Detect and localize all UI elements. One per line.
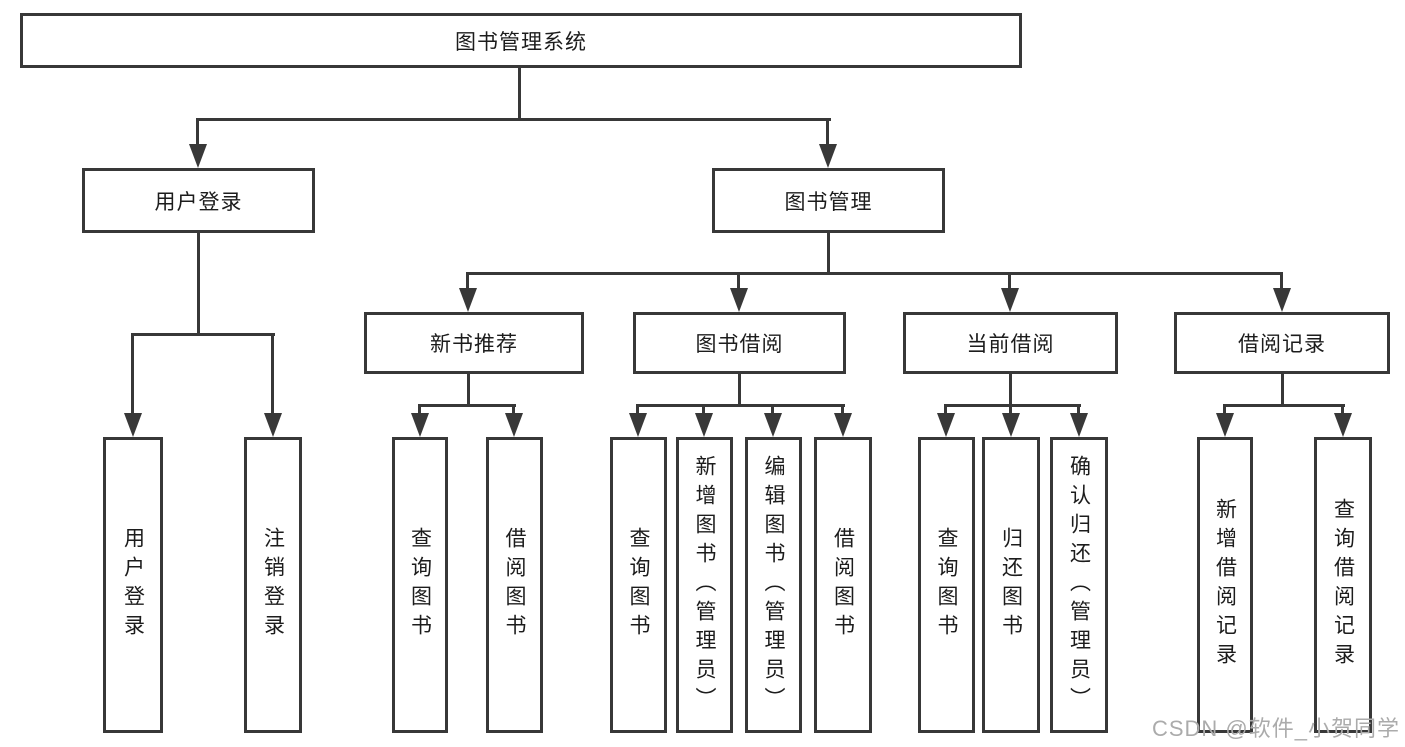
connector-g5-bar	[1224, 404, 1345, 407]
arrow-to-book-borrow	[730, 272, 748, 312]
leaf-return-book: 归还图书	[982, 437, 1040, 733]
arrow-to-user-login	[189, 118, 207, 168]
leaf-query-books-borrow: 查询图书	[610, 437, 667, 733]
arrow-to-g5-query-record	[1334, 404, 1352, 437]
leaf-query-books-current: 查询图书	[918, 437, 975, 733]
leaf-edit-book-admin: 编辑图书（管理员）	[745, 437, 802, 733]
arrow-to-g2-borrow-books	[505, 404, 523, 437]
connector-level3-bar	[467, 272, 1283, 275]
arrow-to-g5-add-record	[1216, 404, 1234, 437]
leaf-query-books-recommend: 查询图书	[392, 437, 448, 733]
connector-level2-bar	[197, 118, 831, 121]
leaf-user-login: 用户登录	[103, 437, 163, 733]
arrow-to-leaf-logout	[264, 333, 282, 437]
csdn-watermark: CSDN @软件_小贺同学	[1151, 716, 1400, 741]
node-borrow-records: 借阅记录	[1174, 312, 1390, 374]
arrow-to-g3-edit-book	[764, 404, 782, 437]
arrow-to-current-borrow	[1001, 272, 1019, 312]
leaf-logout: 注销登录	[244, 437, 302, 733]
node-book-borrow: 图书借阅	[633, 312, 846, 374]
node-new-book-recommend: 新书推荐	[364, 312, 584, 374]
node-user-login: 用户登录	[82, 168, 315, 233]
leaf-borrow-books: 借阅图书	[814, 437, 872, 733]
connector-root-stem	[518, 68, 521, 121]
leaf-add-book-admin: 新增图书（管理员）	[676, 437, 733, 733]
leaf-query-borrow-record: 查询借阅记录	[1314, 437, 1372, 733]
arrow-to-g2-query-books	[411, 404, 429, 437]
arrow-to-g3-add-book	[695, 404, 713, 437]
arrow-to-g3-query-books	[629, 404, 647, 437]
connector-book-mgmt-stem	[827, 233, 830, 275]
arrow-to-new-book-recommend	[459, 272, 477, 312]
node-book-management: 图书管理	[712, 168, 945, 233]
connector-g2-bar	[419, 404, 516, 407]
arrow-to-g4-return-book	[1002, 404, 1020, 437]
arrow-to-borrow-records	[1273, 272, 1291, 312]
arrow-to-book-management	[819, 118, 837, 168]
arrow-to-g4-query-books	[937, 404, 955, 437]
arrow-to-g4-confirm-return	[1070, 404, 1088, 437]
arrow-to-g3-borrow-books	[834, 404, 852, 437]
arrow-to-leaf-user-login	[124, 333, 142, 437]
node-current-borrow: 当前借阅	[903, 312, 1118, 374]
leaf-borrow-books-recommend: 借阅图书	[486, 437, 543, 733]
leaf-confirm-return-admin: 确认归还（管理员）	[1050, 437, 1108, 733]
connector-g3-bar	[637, 404, 845, 407]
connector-user-login-stem	[197, 233, 200, 336]
leaf-add-borrow-record: 新增借阅记录	[1197, 437, 1253, 733]
connector-cb-stem	[1009, 374, 1012, 407]
connector-g4-bar	[945, 404, 1081, 407]
connector-nbr-stem	[467, 374, 470, 407]
connector-g1-bar	[132, 333, 275, 336]
connector-br-stem	[1281, 374, 1284, 407]
node-library-management-system: 图书管理系统	[20, 13, 1022, 68]
connector-bb-stem	[738, 374, 741, 407]
